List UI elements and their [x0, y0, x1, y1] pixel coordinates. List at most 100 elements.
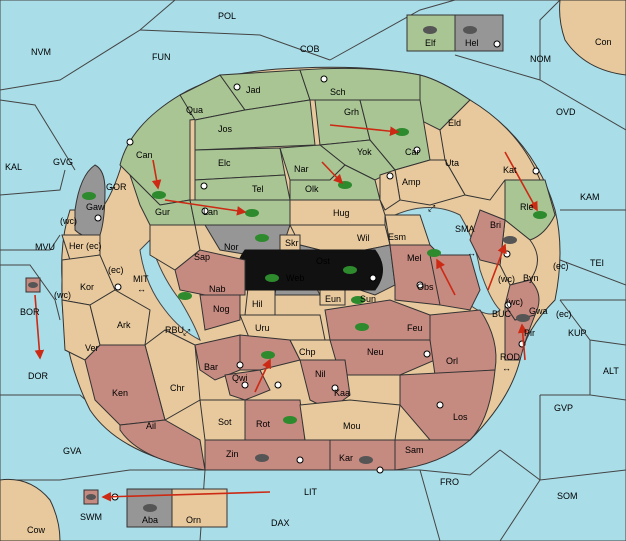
army-unit[interactable]	[351, 296, 365, 304]
fleet-unit[interactable]	[255, 454, 269, 462]
fleet-unit[interactable]	[463, 26, 477, 34]
army-unit[interactable]	[245, 209, 259, 217]
con-region[interactable]	[559, 0, 626, 76]
label-fro: FRO	[440, 477, 459, 487]
label-mel: Mel	[407, 253, 422, 263]
label-neu: Neu	[367, 347, 384, 357]
hug-region[interactable]	[289, 199, 386, 226]
label-her: Her	[69, 241, 84, 251]
fleet-unit[interactable]	[359, 456, 373, 464]
army-unit[interactable]	[152, 191, 166, 199]
army-unit[interactable]	[255, 234, 269, 242]
label-gwa-wc: (wc)	[506, 297, 523, 307]
label-qwi: Qwi	[232, 373, 248, 383]
label-yok: Yok	[357, 147, 372, 157]
army-unit[interactable]	[355, 323, 369, 331]
label-elf: Elf	[425, 38, 436, 48]
army-unit[interactable]	[427, 249, 441, 257]
ail-region[interactable]	[119, 419, 206, 471]
label-kor-ec: (ec)	[108, 265, 124, 275]
label-ver: Ver	[85, 343, 99, 353]
mit-inner-sea[interactable]	[139, 239, 201, 341]
army-unit[interactable]	[261, 351, 275, 359]
label-nil: Nil	[315, 369, 326, 379]
passage-markers: ↔ ↔ ⤢ ⤢ ↔ ↔	[108, 181, 511, 373]
fleet-unit[interactable]	[86, 494, 96, 500]
move-arrows	[34, 124, 538, 502]
label-hug: Hug	[333, 208, 350, 218]
label-nvm: NVM	[31, 47, 51, 57]
label-dax: DAX	[271, 518, 290, 528]
label-kar: Kar	[339, 453, 353, 463]
label-olk: Olk	[305, 184, 319, 194]
label-byn: Byn	[523, 273, 539, 283]
orn-region[interactable]	[171, 488, 228, 528]
label-rod: ROD	[500, 352, 521, 362]
bri-region[interactable]	[469, 209, 506, 266]
army-unit[interactable]	[338, 181, 352, 189]
label-chp: Chp	[299, 347, 316, 357]
label-gwa: Gwa	[529, 306, 548, 316]
jos-region[interactable]	[194, 99, 316, 151]
army-unit[interactable]	[82, 192, 96, 200]
coast-labels: (wc) (ec) (ec) (wc) (wc) (ec) (wc) (ec)	[54, 216, 572, 319]
label-som: SOM	[557, 491, 578, 501]
army-unit[interactable]	[533, 211, 547, 219]
label-tel: Tel	[252, 184, 264, 194]
sam-region[interactable]	[394, 439, 472, 471]
label-gaw: Gaw	[86, 202, 105, 212]
army-unit[interactable]	[265, 274, 279, 282]
zin-region[interactable]	[204, 439, 331, 471]
army-unit[interactable]	[343, 266, 357, 274]
elf-region[interactable]	[406, 14, 456, 52]
fleet-unit[interactable]	[516, 314, 530, 322]
fleet-unit[interactable]	[423, 26, 437, 34]
nog-region[interactable]	[199, 294, 241, 331]
mou-region[interactable]	[299, 399, 401, 441]
sch-region[interactable]	[299, 67, 421, 101]
label-cow: Cow	[27, 525, 46, 535]
label-nab: Nab	[209, 284, 226, 294]
label-kal: KAL	[5, 162, 22, 172]
label-wil: Wil	[357, 233, 370, 243]
label-mvu: MVU	[35, 242, 55, 252]
label-mit: MIT	[133, 274, 149, 284]
tel-region[interactable]	[194, 174, 291, 201]
label-fun: FUN	[152, 52, 171, 62]
label-eun: Eun	[325, 294, 341, 304]
label-los: Los	[453, 412, 468, 422]
label-amp: Amp	[402, 177, 421, 187]
label-rbu: RBU	[165, 325, 184, 335]
label-cob: COB	[300, 44, 320, 54]
label-pol: POL	[218, 11, 236, 21]
ark-region[interactable]	[89, 289, 151, 346]
fleet-unit[interactable]	[503, 236, 517, 244]
label-kor-wc: (wc)	[54, 290, 71, 300]
label-zin: Zin	[226, 449, 239, 459]
svg-text:⤢: ⤢	[427, 203, 435, 213]
supply-centers	[94, 40, 540, 501]
label-con: Con	[595, 37, 612, 47]
elc-region[interactable]	[194, 147, 286, 181]
label-gor: GOR	[106, 182, 127, 192]
eld-region[interactable]	[419, 74, 471, 131]
label-bor: BOR	[20, 307, 40, 317]
fleet-unit[interactable]	[143, 504, 157, 512]
label-obs: Obs	[417, 282, 434, 292]
cow-region[interactable]	[0, 478, 61, 541]
nab-region[interactable]	[174, 249, 246, 296]
orl-region[interactable]	[429, 309, 497, 376]
amp-region[interactable]	[379, 169, 401, 211]
label-nor: Nor	[224, 242, 239, 252]
label-qua: Qua	[186, 105, 203, 115]
label-uta: Uta	[445, 158, 459, 168]
label-tei: TEI	[590, 258, 604, 268]
label-uru: Uru	[255, 323, 270, 333]
label-kaa: Kaa	[334, 388, 350, 398]
fleet-unit[interactable]	[28, 282, 38, 288]
label-gva: GVA	[63, 446, 81, 456]
army-unit[interactable]	[283, 416, 297, 424]
army-unit[interactable]	[178, 292, 192, 300]
kat-region[interactable]	[439, 99, 541, 201]
